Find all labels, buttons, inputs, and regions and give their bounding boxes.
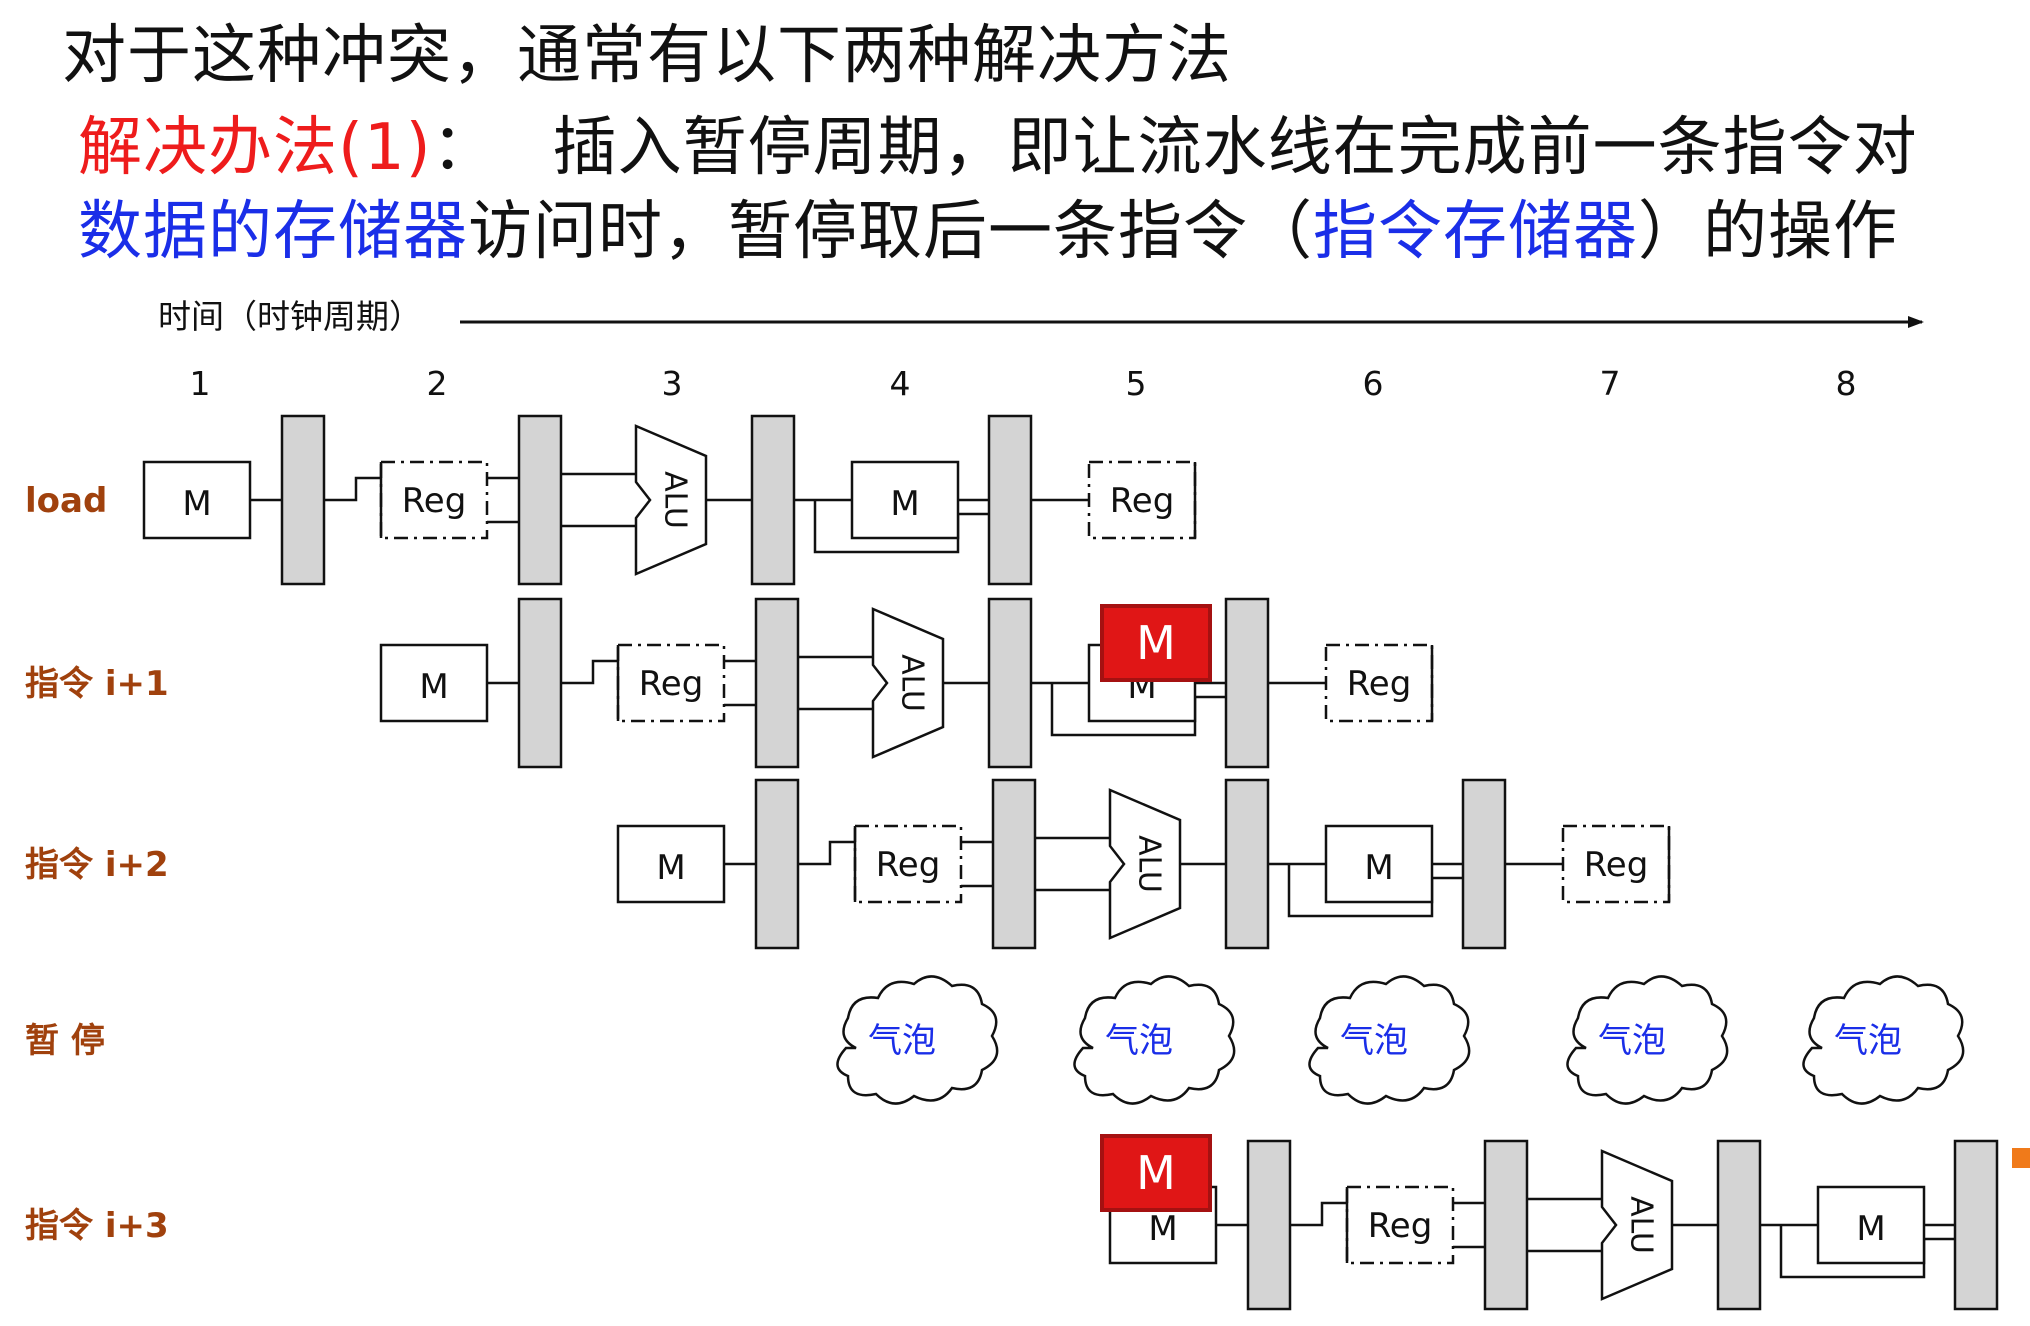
alu-stage [871,607,945,759]
memory-label: M [1856,1209,1885,1249]
pipeline-register [991,778,1037,950]
pipeline-bubble [1802,975,1965,1105]
row-label: 指令 i+3 [25,1206,169,1246]
register-file-stage [1087,460,1197,540]
pipeline-register [1461,778,1507,950]
solution-text-1: 插入暂停周期，即让流水线在完成前一条指令对 [552,111,1918,185]
register-file-label: Reg [1584,845,1649,885]
bubble-label: 气泡 [1834,1021,1902,1061]
register-file-stage [1324,643,1434,723]
bubble-label: 气泡 [1340,1021,1408,1061]
time-axis-tick: 1 [190,364,211,403]
pipeline-register [1953,1139,1999,1311]
memory-stage [379,643,489,723]
data-memory-stage [1324,824,1434,904]
pipeline-register [280,414,326,586]
alu-label: ALU [895,654,930,712]
pipeline-bubble [836,975,999,1105]
datapath-wire [813,500,989,554]
register-file-stage [1561,824,1671,904]
datapath-wire [1779,1225,1955,1279]
memory-label: M [419,667,448,707]
alu-stage [1600,1149,1674,1301]
pipeline-register [1224,597,1270,769]
time-axis-tick: 4 [890,364,911,403]
slide-title: 对于这种冲突，通常有以下两种解决方法 [62,19,1232,93]
pipeline-register [750,414,796,586]
time-axis-tick: 2 [427,364,448,403]
pipeline-register [1224,778,1270,950]
time-axis-tick: 3 [662,364,683,403]
highlighted-memory-conflict: M [1100,1134,1212,1212]
alu-label: ALU [1624,1196,1659,1254]
pipeline-register [754,597,800,769]
row-label: 暂 停 [25,1021,105,1061]
alu-stage [634,424,708,576]
pipeline-register [1246,1139,1292,1311]
pipeline-bubble [1308,975,1471,1105]
pipeline-bubble [1566,975,1729,1105]
pipeline-register [517,414,563,586]
time-axis-tick: 5 [1126,364,1147,403]
time-axis-label: 时间（时钟周期） [158,297,422,336]
pipeline-register [1483,1139,1529,1311]
solution-label: 解决办法(1) [78,111,432,185]
slide-marker [2012,1148,2030,1168]
row-label: 指令 i+1 [25,664,169,704]
memory-label: M [656,848,685,888]
datapath-wire [1290,1201,1347,1227]
solution-text-2: 访问时，暂停取后一条指令（ [468,195,1313,269]
highlighted-memory-conflict: M [1100,604,1212,682]
datapath-wire [1050,683,1226,737]
alu-label: ALU [1132,835,1167,893]
datapath-wire [561,659,618,685]
pipeline-register [517,597,563,769]
time-axis-tick: 7 [1600,364,1621,403]
data-memory-stage [850,460,960,540]
pipeline-register [1716,1139,1762,1311]
memory-stage [616,824,726,904]
alu-stage [1108,788,1182,940]
register-file-label: Reg [1347,664,1412,704]
datapath-wire [324,476,381,502]
register-file-label: Reg [876,845,941,885]
row-label: 指令 i+2 [25,845,169,885]
datapath-wire [798,840,855,866]
memory-stage [142,460,252,540]
datapath-wire [1287,864,1463,918]
bubble-label: 气泡 [1598,1021,1666,1061]
solution-line-1: 解决办法(1)： 插入暂停周期，即让流水线在完成前一条指令对 [78,96,1918,188]
solution-text-3: ）的操作 [1638,195,1898,269]
memory-label: M [890,484,919,524]
solution-colon: ： [431,111,497,185]
memory-label: M [1364,848,1393,888]
bubble-label: 气泡 [1105,1021,1173,1061]
time-axis-tick: 8 [1836,364,1857,403]
data-memory-stage [1816,1185,1926,1265]
pipeline-register [754,778,800,950]
instruction-memory-term: 指令存储器 [1313,195,1638,269]
solution-line-2: 数据的存储器访问时，暂停取后一条指令（指令存储器）的操作 [78,180,1898,272]
pipeline-register [987,414,1033,586]
memory-label: M [182,484,211,524]
register-file-label: Reg [402,481,467,521]
register-file-label: Reg [1368,1206,1433,1246]
alu-label: ALU [658,471,693,529]
bubble-label: 气泡 [868,1021,936,1061]
data-memory-term: 数据的存储器 [78,195,468,269]
time-axis-tick: 6 [1363,364,1384,403]
memory-label: M [1148,1209,1177,1249]
pipeline-bubble [1073,975,1236,1105]
register-file-label: Reg [1110,481,1175,521]
register-file-label: Reg [639,664,704,704]
row-label: load [25,481,107,521]
pipeline-register [987,597,1033,769]
